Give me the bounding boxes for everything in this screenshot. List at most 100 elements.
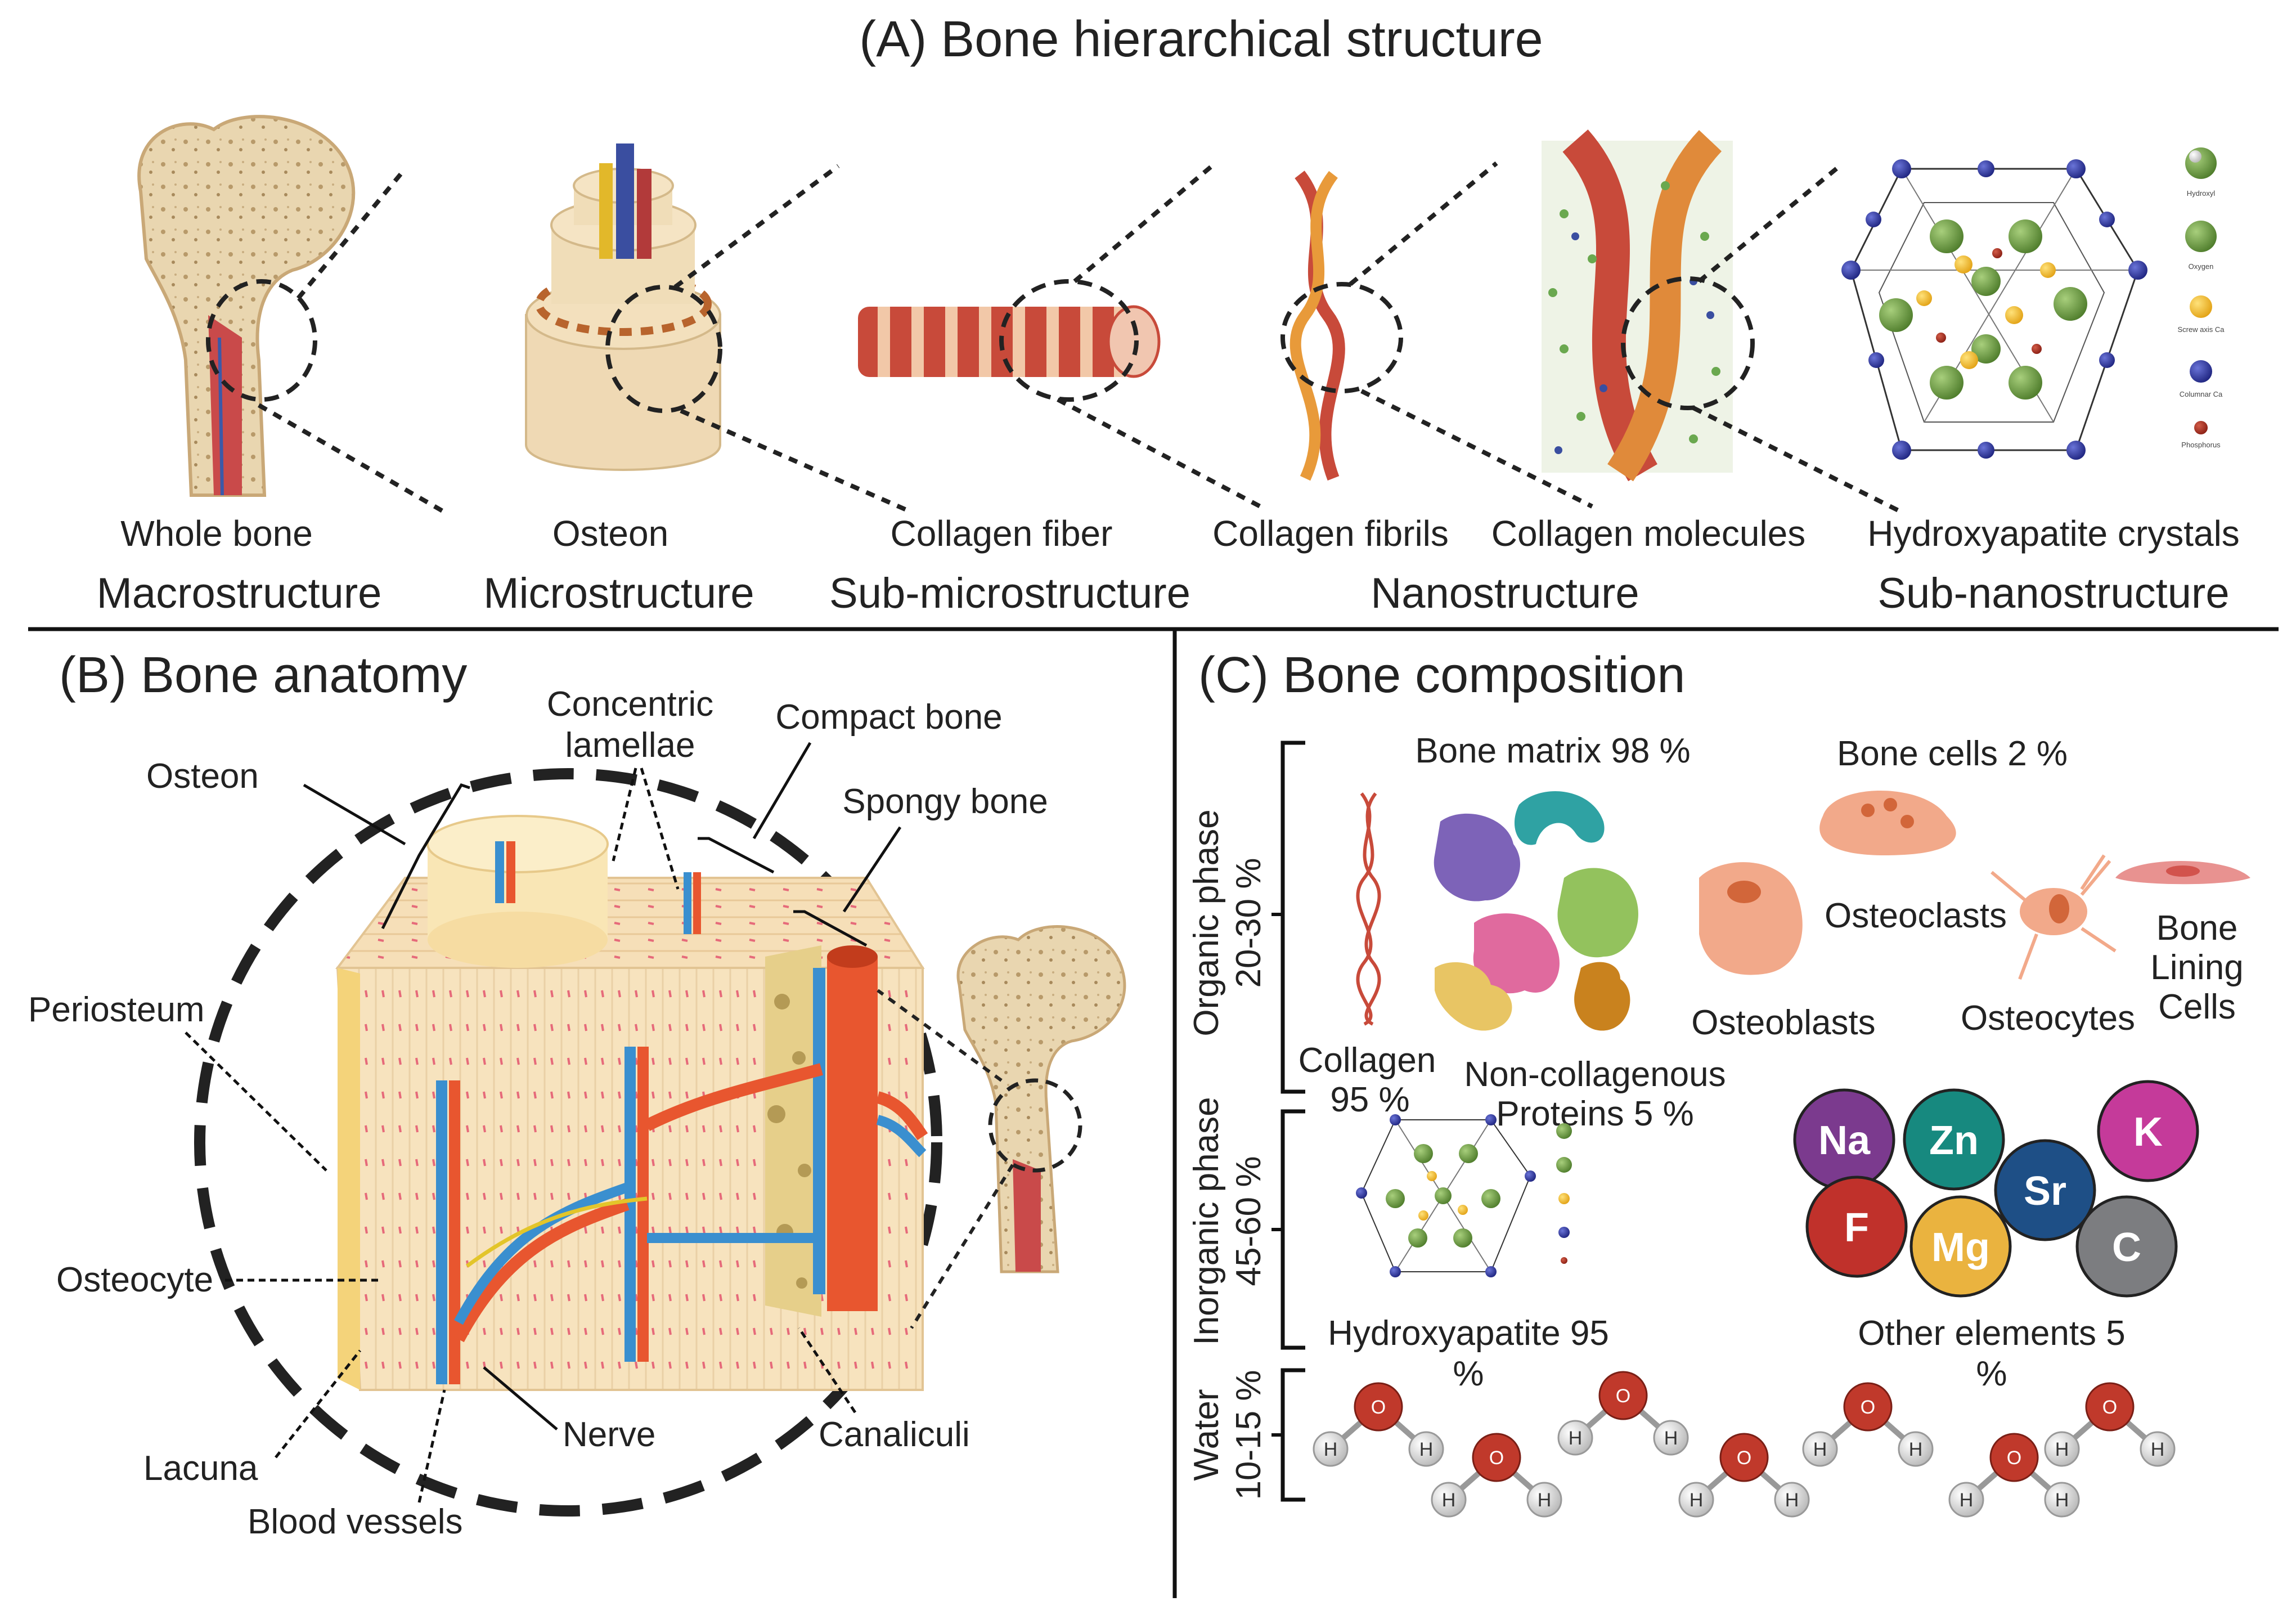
organic-bracket (1280, 741, 1305, 1094)
collagen-fibrils-illustration (1280, 161, 1593, 509)
bone-lining-cell-illustration (2115, 861, 2250, 885)
collagen-molecules-illustration (1542, 129, 1903, 514)
osteoblast-cell-illustration (1699, 862, 1803, 975)
label-collagen-fiber: Collagen fiber (891, 513, 1113, 554)
hydrogen-atom (1802, 1431, 1838, 1467)
oxygen-atom (1843, 1382, 1893, 1432)
hydrogen-atom-label: H (2055, 1439, 2069, 1460)
water-label: Water (1187, 1389, 1226, 1481)
svg-text:Sr: Sr (2024, 1169, 2066, 1214)
inorganic-phase-percent: 45-60 % (1229, 1156, 1268, 1286)
osteocytes-label: Osteocytes (1961, 999, 2135, 1038)
oxygen-atom (1598, 1371, 1648, 1420)
hydroxyapatite-percent: % (1453, 1354, 1484, 1393)
oxygen-atom (1354, 1382, 1403, 1432)
water-bracket (1280, 1368, 1305, 1502)
element-mg: Mg (1909, 1195, 2012, 1298)
label-hydroxyapatite-crystals: Hydroxyapatite crystals (1867, 513, 2240, 554)
label-canaliculi: Canaliculi (819, 1415, 970, 1454)
element-zn: Zn (1903, 1088, 2005, 1191)
bone-matrix-label: Bone matrix 98 % (1415, 732, 1690, 770)
ncp-label: Non-collagenous (1464, 1055, 1726, 1094)
hydrogen-atom (1948, 1482, 1984, 1518)
osteocyte-cell-illustration (1991, 854, 2117, 980)
panel-c-title: (C) Bone composition (1198, 647, 1685, 703)
label-osteon-anatomy: Osteon (146, 757, 259, 796)
hydroxyapatite-crystal-illustration: Hydroxyl Oxygen Screw axis Ca Columnar C… (1841, 147, 2225, 460)
label-lamellae: lamellae (565, 726, 695, 765)
hydrogen-atom-label: H (2151, 1439, 2165, 1460)
label-nerve: Nerve (563, 1415, 655, 1454)
osteon-illustration (525, 143, 913, 514)
scale-microstructure: Microstructure (483, 569, 754, 617)
legend-oxygen: Oxygen (2189, 262, 2214, 271)
label-concentric: Concentric (547, 685, 713, 724)
hydrogen-atom (1431, 1482, 1467, 1518)
oxygen-atom-label: O (1371, 1397, 1386, 1418)
svg-text:C: C (2112, 1225, 2141, 1270)
collagen-strand-illustration (1356, 792, 1381, 1026)
oxygen-atom-label: O (2102, 1397, 2117, 1418)
scale-nanostructure: Nanostructure (1371, 569, 1639, 617)
label-whole-bone: Whole bone (120, 513, 313, 554)
oxygen-atom (1719, 1433, 1769, 1482)
hydrogen-atom-label: H (2055, 1490, 2069, 1511)
lining-label-2: Lining (2150, 948, 2243, 987)
small-hydroxyapatite-crystal-illustration (1356, 1114, 1572, 1277)
hydrogen-atom (2044, 1482, 2080, 1518)
scale-sub-nanostructure: Sub-nanostructure (1877, 569, 2229, 617)
oxygen-atom (2085, 1382, 2135, 1432)
femur-inset-illustration (877, 925, 1126, 1329)
organic-phase-label: Organic phase (1187, 809, 1226, 1036)
collagen-percent: 95 % (1330, 1080, 1409, 1119)
bone-anatomy-illustration (194, 768, 942, 1517)
element-k: K (2097, 1080, 2199, 1182)
hydrogen-atom (1557, 1420, 1593, 1456)
label-collagen-fibrils: Collagen fibrils (1212, 513, 1449, 554)
inorganic-phase-label: Inorganic phase (1187, 1097, 1226, 1345)
svg-text:F: F (1844, 1205, 1869, 1250)
element-sr: Sr (1994, 1139, 2096, 1241)
hydrogen-atom-label: H (1960, 1490, 1974, 1511)
oxygen-atom-label: O (1861, 1397, 1875, 1418)
hydrogen-atom-label: H (1419, 1439, 1434, 1460)
oxygen-atom-label: O (2007, 1447, 2021, 1469)
label-periosteum: Periosteum (28, 990, 205, 1029)
hydrogen-atom-label: H (1569, 1428, 1583, 1449)
hydrogen-atom-label: H (1538, 1490, 1552, 1511)
hydrogen-atom (1526, 1482, 1562, 1518)
element-na: Na (1793, 1088, 1895, 1191)
hydrogen-atom-label: H (1324, 1439, 1338, 1460)
element-c: C (2075, 1195, 2178, 1298)
other-elements-label: Other elements 5 (1858, 1314, 2126, 1353)
svg-text:K: K (2133, 1110, 2163, 1155)
whole-bone-illustration (137, 115, 446, 514)
label-osteon: Osteon (552, 513, 668, 554)
legend-phosphorus: Phosphorus (2181, 441, 2221, 449)
water-molecule: O H H (1431, 1433, 1562, 1518)
panel-b-title: (B) Bone anatomy (59, 647, 467, 703)
label-osteocyte: Osteocyte (56, 1260, 213, 1299)
hydrogen-atom (2140, 1431, 2176, 1467)
oxygen-atom-label: O (1489, 1447, 1504, 1469)
label-blood-vessels: Blood vessels (248, 1502, 463, 1541)
hydrogen-atom (1898, 1431, 1934, 1467)
osteoblasts-label: Osteoblasts (1691, 1003, 1875, 1042)
label-lacuna: Lacuna (143, 1449, 258, 1488)
lining-label-1: Bone (2156, 909, 2238, 948)
water-percent: 10-15 % (1229, 1370, 1268, 1500)
inorganic-bracket (1280, 1109, 1305, 1350)
collagen-fiber-illustration (858, 161, 1261, 509)
water-molecule: O H H (1313, 1382, 1444, 1467)
oxygen-atom (1989, 1433, 2039, 1482)
collagen-label: Collagen (1298, 1041, 1436, 1080)
scale-macrostructure: Macrostructure (97, 569, 382, 617)
osteoclast-cell-illustration (1819, 791, 1956, 855)
crystal-legend: Hydroxyl Oxygen Screw axis Ca Columnar C… (2177, 147, 2225, 449)
legend-columnar-ca: Columnar Ca (2180, 390, 2223, 398)
hydrogen-atom-label: H (1442, 1490, 1456, 1511)
element-f: F (1805, 1176, 1908, 1278)
